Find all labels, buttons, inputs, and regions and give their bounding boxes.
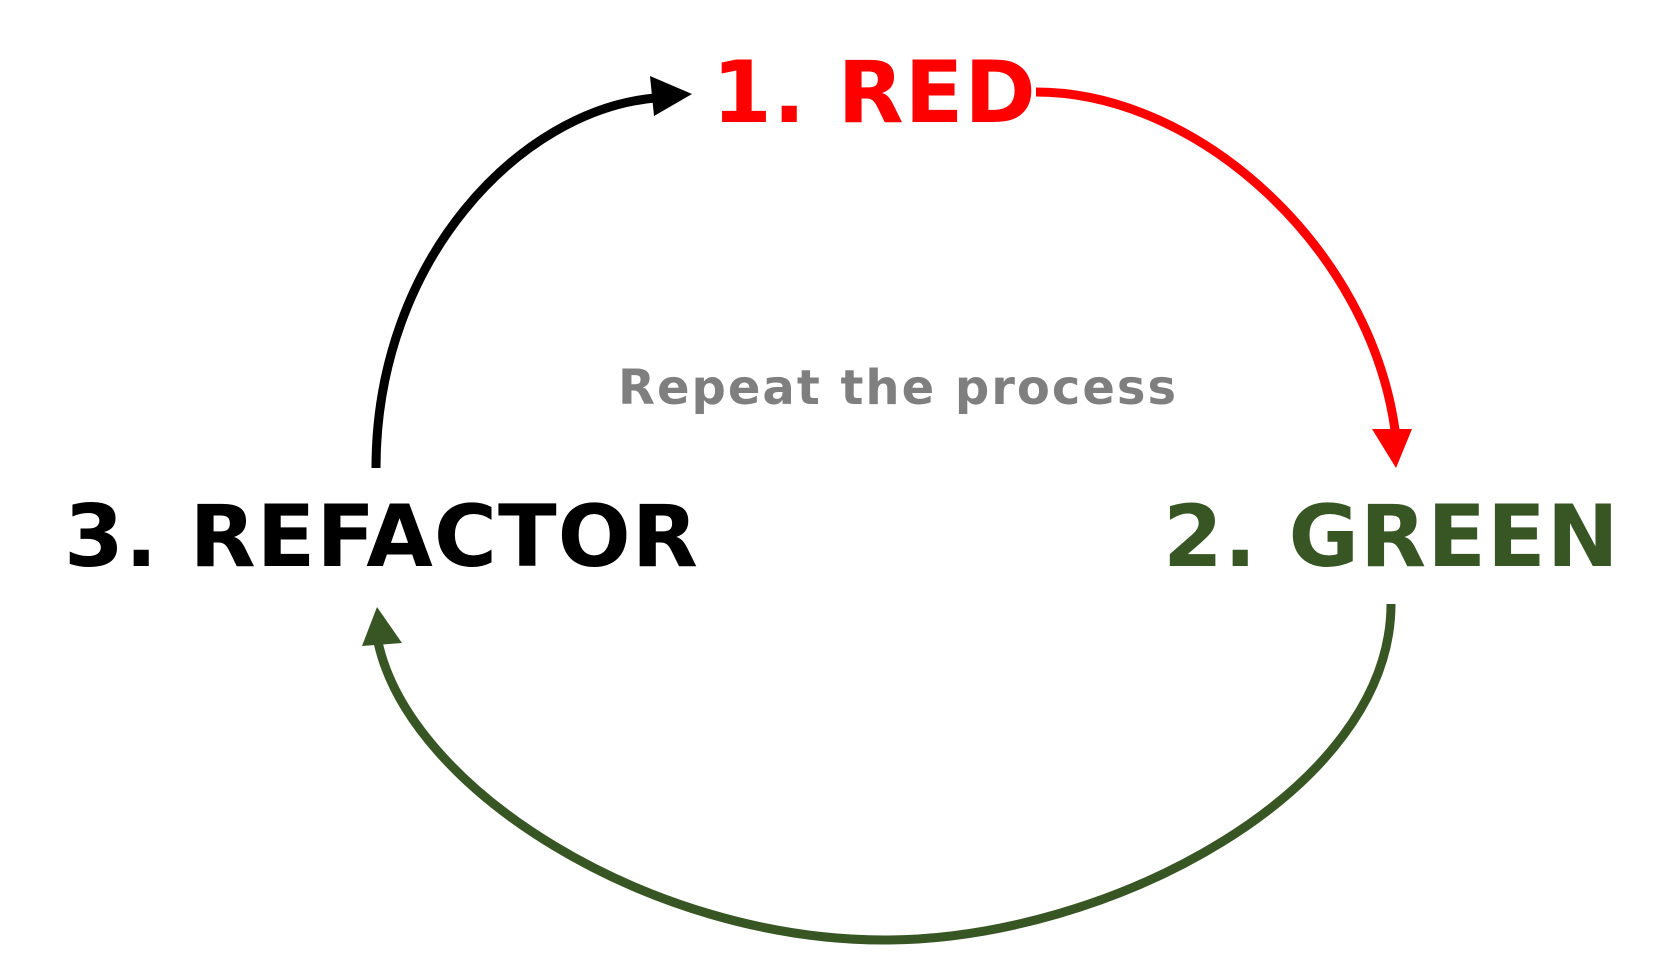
arrowhead-green-to-refactor (362, 607, 402, 646)
step-red-label: 1. RED (712, 43, 1037, 143)
arrow-red-to-green (1035, 87, 1400, 431)
arrowhead-red-to-green (1372, 429, 1412, 468)
center-caption: Repeat the process (618, 360, 1179, 416)
step-green-label: 2. GREEN (1163, 487, 1620, 587)
arrow-green-to-refactor (373, 603, 1396, 945)
arrow-refactor-to-red (371, 93, 656, 469)
step-refactor-label: 3. REFACTOR (64, 487, 699, 587)
arrowhead-refactor-to-red (650, 76, 692, 116)
